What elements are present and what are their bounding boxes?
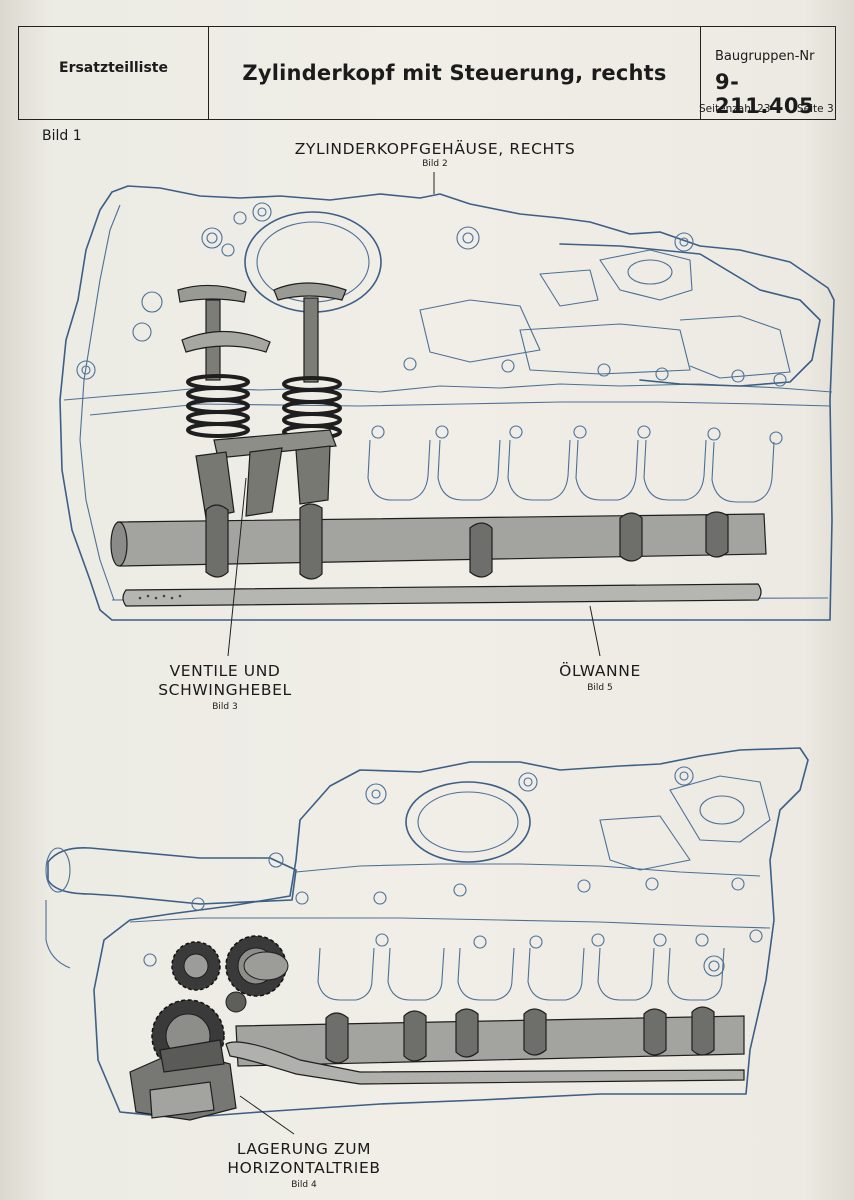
header-cell-group: Baugruppen-Nr 9-211.405 Seitenzahl 23 Se… <box>699 27 837 119</box>
lower-camshaft-icon <box>235 1006 745 1067</box>
lower-leader-line <box>239 1095 295 1135</box>
header-cell-title: Zylinderkopf mit Steuerung, rechts <box>209 27 701 119</box>
header-cell-list: Ersatzteilliste <box>19 27 209 119</box>
group-number-label: Baugruppen-Nr <box>715 49 815 64</box>
callout-valves: VENTILE UND SCHWINGHEBEL Bild 3 <box>140 662 310 712</box>
group-number: 9-211.405 <box>715 70 815 118</box>
page-title: Zylinderkopf mit Steuerung, rechts <box>242 61 667 85</box>
valve-spring-icon <box>177 282 347 519</box>
document-header: Ersatzteilliste Zylinderkopf mit Steueru… <box>18 26 836 120</box>
parts-list-label: Ersatzteilliste <box>59 60 168 76</box>
callout-bearing-title-1: LAGERUNG ZUM <box>236 1140 372 1158</box>
figure-label: Bild 1 <box>42 128 82 144</box>
callout-housing-title: ZYLINDERKOPFGEHÄUSE, RECHTS <box>294 140 576 158</box>
callout-valves-title-2: SCHWINGHEBEL <box>158 681 292 699</box>
callout-oil-pan-ref: Bild 5 <box>587 683 613 693</box>
oil-pipe-icon <box>225 1041 745 1085</box>
callout-oil-pan: ÖLWANNE Bild 5 <box>540 662 660 693</box>
callout-valves-title-1: VENTILE UND <box>169 662 281 680</box>
callout-bearing-ref: Bild 4 <box>291 1180 317 1190</box>
page-count: Seitenzahl 23 <box>699 103 771 115</box>
bearing-housing <box>129 1039 237 1121</box>
page-number: Seite 3 <box>797 103 834 115</box>
callout-valves-ref: Bild 3 <box>212 702 238 712</box>
callout-housing: ZYLINDERKOPFGEHÄUSE, RECHTS Bild 2 <box>250 140 620 169</box>
callout-bearing: LAGERUNG ZUM HORIZONTALTRIEB Bild 4 <box>214 1140 394 1190</box>
upper-leader-lines <box>227 172 601 657</box>
callout-oil-pan-title: ÖLWANNE <box>559 662 641 680</box>
callout-housing-ref: Bild 2 <box>422 159 448 169</box>
lower-housing-outline <box>45 747 809 1119</box>
callout-bearing-title-2: HORIZONTALTRIEB <box>227 1159 381 1177</box>
camshaft-icon <box>110 503 767 607</box>
